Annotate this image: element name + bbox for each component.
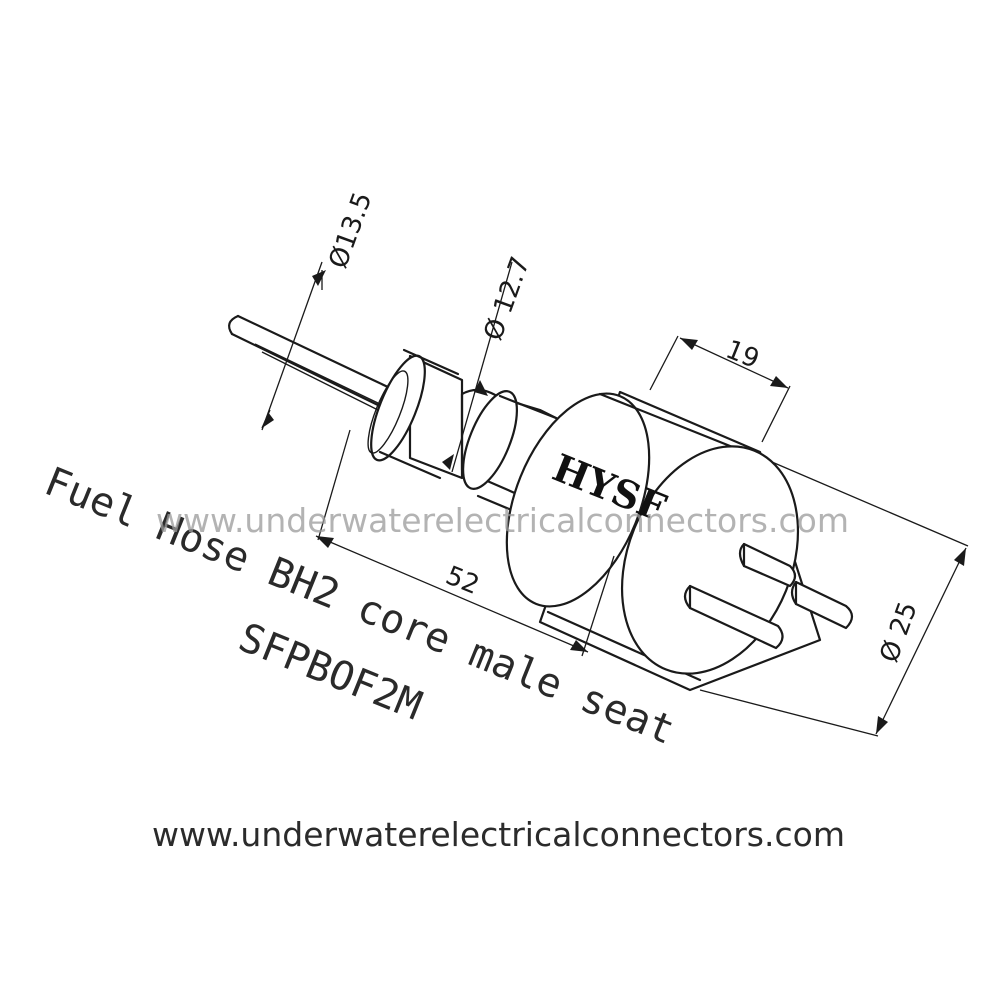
pins [683,542,854,650]
dim-neck-diameter-label: Ø 12.7 [478,253,536,345]
dim-cable-diameter-label: Ø13.5 [323,188,378,272]
cable-gland [367,348,464,480]
watermark-footer: www.underwaterelectricalconnectors.com [152,815,845,854]
cable [228,314,392,411]
dim-cable-diameter: Ø13.5 [261,188,378,431]
dim-front-length-label: 19 [721,335,763,375]
watermark-overlay: www.underwaterelectricalconnectors.com [156,501,849,540]
dim-total-length-label: 52 [441,561,483,601]
dim-body-diameter-label: Ø 25 [874,598,923,666]
